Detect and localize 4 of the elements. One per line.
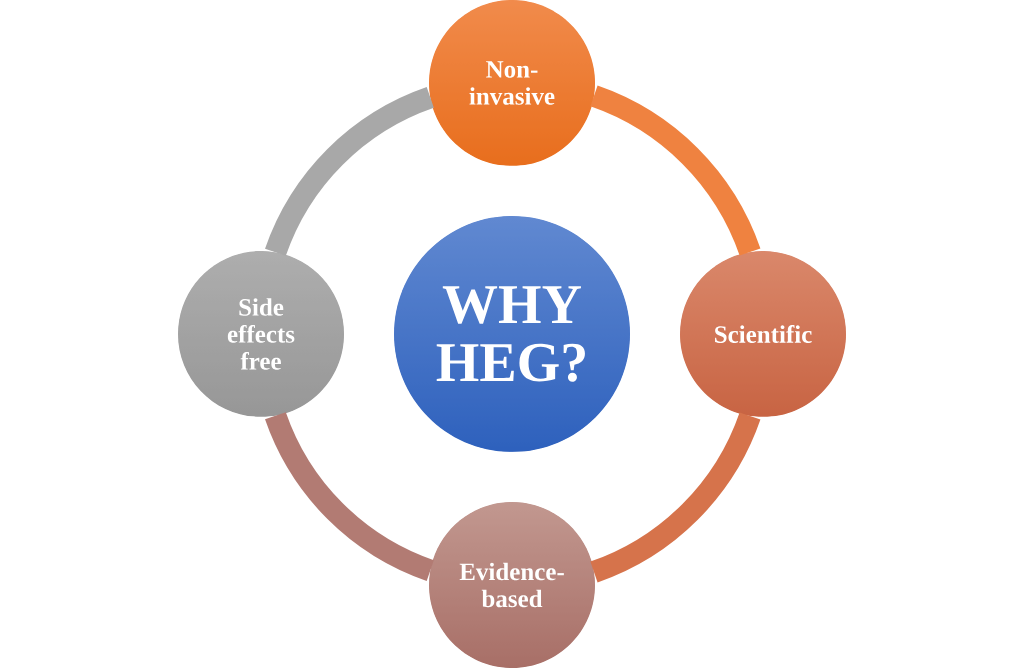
ring-arc	[265, 87, 435, 257]
ring-arc	[590, 85, 761, 256]
ring-arc	[265, 411, 435, 581]
ring-arc	[590, 412, 761, 583]
